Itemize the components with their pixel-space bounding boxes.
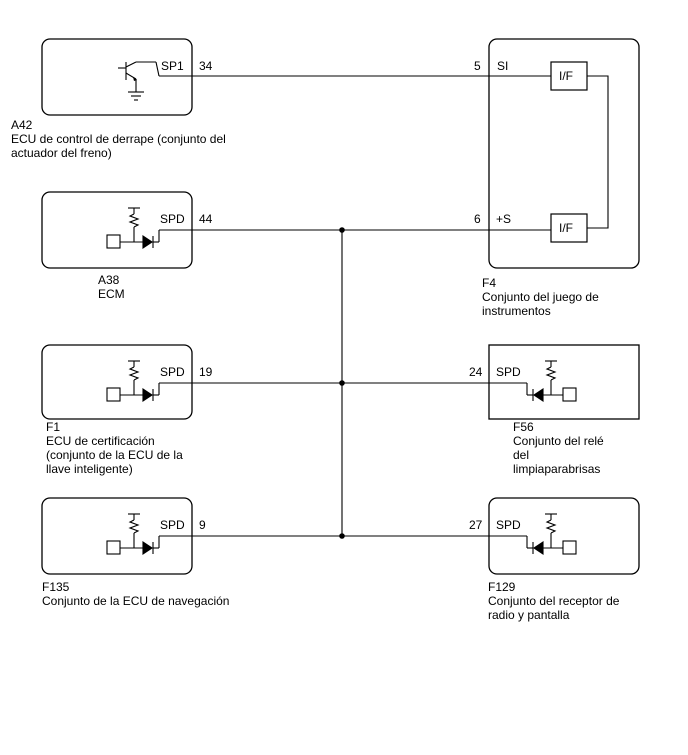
f135-pin-number: 9 — [199, 518, 206, 532]
f129-caption: F129 Conjunto del receptor de radio y pa… — [488, 580, 619, 622]
f4-if-box-s — [550, 213, 588, 243]
f4-code: F4 — [482, 276, 497, 290]
f1-box — [41, 344, 193, 420]
f135-caption: F135 Conjunto de la ECU de navegación — [42, 580, 229, 608]
a42-desc-line: ECU de control de derrape (conjunto del — [11, 132, 226, 146]
f4-if-box-si — [550, 61, 588, 91]
f56-desc-line: del — [513, 448, 530, 462]
f129-desc-line: Conjunto del receptor de — [488, 594, 620, 608]
f135-spd-circuit-icon — [106, 513, 160, 556]
f56-desc-line: Conjunto del relé — [513, 434, 604, 448]
a38-desc-line: ECM — [98, 287, 125, 301]
f4-s-pin-number: 6 — [474, 212, 481, 226]
f129-desc-line: radio y pantalla — [488, 608, 570, 622]
f4-if-label-si: I/F — [559, 69, 573, 83]
f56-desc-line: limpiaparabrisas — [513, 462, 601, 476]
f129-spd-circuit-icon — [526, 513, 577, 556]
f4-si-pin-name: SI — [497, 59, 508, 73]
a42-desc-line: actuador del freno) — [11, 146, 112, 160]
f1-desc-line: llave inteligente) — [46, 462, 133, 476]
f1-spd-circuit-icon — [106, 360, 160, 403]
f1-desc-line: (conjunto de la ECU de la — [46, 448, 183, 462]
f4-s-pin-name: +S — [496, 212, 511, 226]
f4-desc-line: instrumentos — [482, 304, 551, 318]
junction-dot — [339, 380, 345, 386]
junction-dot — [339, 533, 345, 539]
f4-internal-link — [587, 75, 609, 229]
a38-pin-number: 44 — [199, 212, 213, 226]
f129-pin-name: SPD — [496, 518, 521, 532]
f1-code: F1 — [46, 420, 61, 434]
f4-caption: F4 Conjunto del juego de instrumentos — [482, 276, 599, 318]
a38-code: A38 — [98, 273, 120, 287]
f56-caption: F56 Conjunto del relé del limpiaparabris… — [513, 420, 604, 476]
f56-pin-name: SPD — [496, 365, 521, 379]
f129-code: F129 — [488, 580, 516, 594]
f4-desc-line: Conjunto del juego de — [482, 290, 599, 304]
f135-desc-line: Conjunto de la ECU de navegación — [42, 594, 230, 608]
f1-pin-number: 19 — [199, 365, 213, 379]
f1-pin-name: SPD — [160, 365, 185, 379]
f56-spd-circuit-icon — [526, 360, 577, 403]
f4-if-label-s: I/F — [559, 221, 573, 235]
f4-si-pin-number: 5 — [474, 59, 481, 73]
f129-pin-number: 27 — [469, 518, 483, 532]
a42-pin-number: 34 — [199, 59, 213, 73]
a42-code: A42 — [11, 118, 33, 132]
f135-code: F135 — [42, 580, 70, 594]
f56-pin-number: 24 — [469, 365, 483, 379]
a42-caption: A42 ECU de control de derrape (conjunto … — [11, 118, 226, 160]
f135-pin-name: SPD — [160, 518, 185, 532]
f56-box — [488, 344, 640, 420]
f1-caption: F1 ECU de certificación (conjunto de la … — [46, 420, 183, 476]
a38-pin-name: SPD — [160, 212, 185, 226]
a42-pin-name: SP1 — [161, 59, 184, 73]
a38-spd-circuit-icon — [106, 207, 160, 250]
f1-desc-line: ECU de certificación — [46, 434, 155, 448]
f4-box — [488, 38, 640, 269]
transistor-icon — [118, 61, 160, 101]
f56-code: F56 — [513, 420, 534, 434]
junction-dot — [339, 227, 345, 233]
a38-caption: A38 ECM — [98, 273, 125, 301]
a42-box — [41, 38, 193, 116]
